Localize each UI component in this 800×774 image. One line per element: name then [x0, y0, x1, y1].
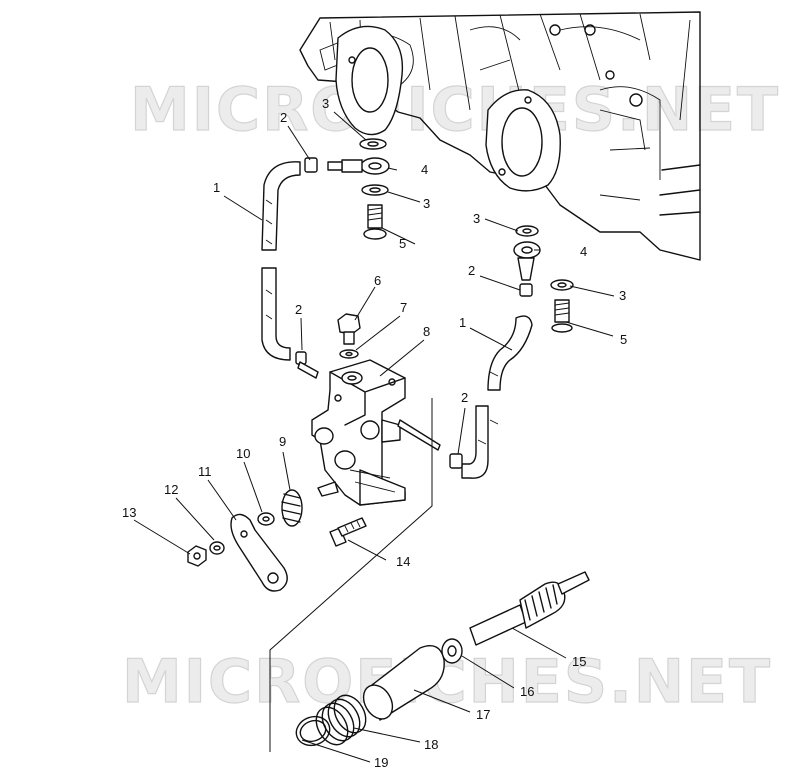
leader-lines [133, 111, 615, 763]
callout-3-right-2: 3 [619, 288, 626, 303]
washer-upper-1 [359, 138, 387, 150]
banjo-bolt-right [551, 299, 573, 333]
callout-13: 13 [122, 505, 136, 520]
callout-12: 12 [164, 482, 178, 497]
shaft-spring [315, 694, 367, 746]
callout-17: 17 [476, 707, 490, 722]
callout-1-right: 1 [459, 315, 466, 330]
callout-9: 9 [279, 434, 286, 449]
callout-11: 11 [198, 464, 212, 479]
shaft-washer [441, 638, 463, 664]
callout-18: 18 [424, 737, 438, 752]
callout-2-left-lower: 2 [295, 302, 302, 317]
hose-clamp-upper [304, 157, 318, 173]
callout-16: 16 [520, 684, 534, 699]
shaft-bushing [362, 645, 445, 721]
callout-4-right: 4 [580, 244, 587, 259]
banjo-fitting-upper [327, 157, 390, 175]
washer-right-2 [550, 279, 574, 291]
callout-15: 15 [572, 654, 586, 669]
o-ring [295, 715, 331, 747]
callout-2-upper-left: 2 [280, 110, 287, 125]
washer-pump [339, 349, 359, 359]
oil-hose-right [461, 315, 533, 479]
callout-19: 19 [374, 755, 388, 769]
callout-6: 6 [374, 273, 381, 288]
drive-gear-shaft [469, 571, 590, 646]
callout-2-right-lower: 2 [461, 390, 468, 405]
watermark-top: MICROFICHES.NET [130, 75, 780, 145]
banjo-fitting-right [513, 241, 541, 281]
hose-clamp-right-lower [449, 453, 463, 469]
callout-7: 7 [400, 300, 407, 315]
engine-block-illustration [299, 11, 701, 261]
pump-mount-screw [329, 517, 367, 547]
banjo-bolt-upper [363, 204, 387, 240]
callout-14: 14 [396, 554, 410, 569]
callout-2-right-upper: 2 [468, 263, 475, 278]
callout-3-right-1: 3 [473, 211, 480, 226]
banjo-bolt-pump [337, 313, 361, 345]
callout-5-right: 5 [620, 332, 627, 347]
hose-clamp-right-upper [519, 283, 533, 297]
callout-1-left: 1 [213, 180, 220, 195]
washer-right-1 [515, 225, 539, 237]
washer-lever [257, 512, 275, 526]
callout-10: 10 [236, 446, 250, 461]
callout-5-upper: 5 [399, 236, 406, 251]
assembly-boundary-line [269, 398, 433, 752]
callout-4-upper: 4 [421, 162, 428, 177]
lock-washer [209, 541, 225, 555]
lever-nut [187, 545, 207, 567]
washer-upper-2 [361, 184, 389, 196]
oil-hose-left [261, 161, 301, 361]
oil-pump-body [297, 359, 441, 506]
callout-8: 8 [423, 324, 430, 339]
callout-3-upper-2: 3 [423, 196, 430, 211]
cam-spring [281, 489, 303, 527]
callout-3-upper-1: 3 [322, 96, 329, 111]
control-lever [230, 513, 288, 592]
